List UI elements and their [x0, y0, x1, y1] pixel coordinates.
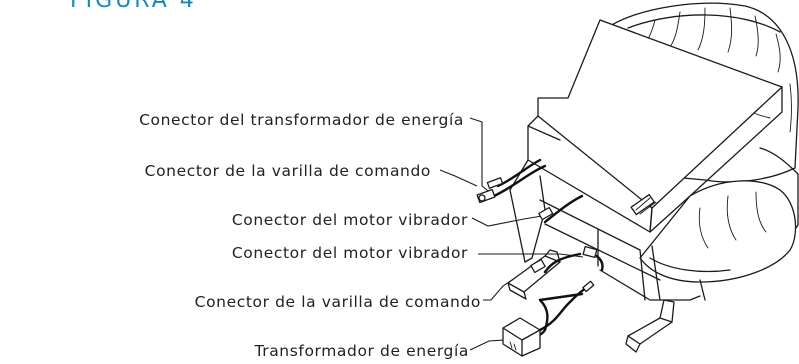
seat-cushion	[527, 19, 783, 233]
callout-power-transformer: Transformador de energía	[254, 342, 469, 360]
vibrator-motor-connector-top-icon	[538, 206, 554, 221]
figure-title: FIGURA 4	[70, 0, 197, 13]
callout-vibrator-motor-connector-top: Conector del motor vibrador	[231, 211, 468, 229]
callout-control-rod-connector-bottom: Conector de la varilla de comando	[194, 293, 481, 311]
callout-control-rod-connector-top: Conector de la varilla de comando	[144, 162, 431, 180]
leader-transformer-connector	[469, 117, 493, 195]
transformer-connector-icon	[486, 177, 504, 189]
callout-vibrator-motor-connector-bottom: Conector del motor vibrador	[231, 244, 468, 262]
rear-leg	[625, 299, 675, 353]
leader-control-rod-connector-top	[439, 169, 478, 187]
footrest-leg	[507, 249, 561, 300]
control-rod-connector-bottom-icon	[530, 258, 546, 274]
leader-vibrator-motor-connector-top	[471, 215, 543, 227]
callout-transformer-connector: Conector del transformador de energía	[139, 111, 464, 129]
connectors	[476, 177, 657, 274]
leader-lines	[439, 117, 584, 351]
arm-rest	[639, 180, 797, 283]
power-transformer-icon	[502, 280, 595, 357]
vibrator-motor-connector-bottom-icon	[582, 245, 598, 259]
